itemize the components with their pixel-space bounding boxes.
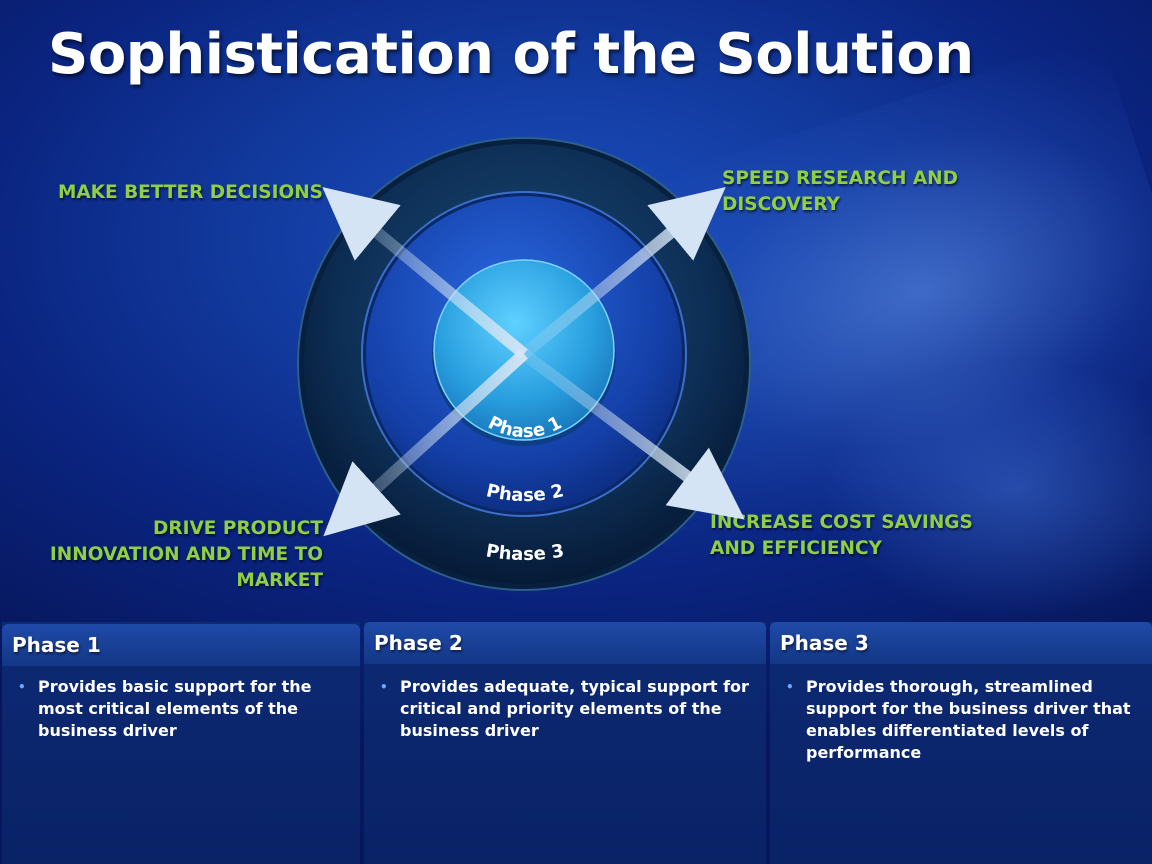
phase-3-header: Phase 3 — [770, 622, 1152, 664]
phase-1-body: • Provides basic support for the most cr… — [2, 664, 360, 742]
label-drive-product-innovation: DRIVE PRODUCT INNOVATION AND TIME TO MAR… — [49, 518, 323, 591]
background-glow-secondary — [820, 360, 1152, 620]
phase-2-title: Phase 2 — [374, 631, 463, 655]
arrow-bottom-right-icon — [520, 349, 745, 520]
phase-3-body: • Provides thorough, streamlined support… — [770, 664, 1152, 764]
label-make-better-decisions: MAKE BETTER DECISIONS — [57, 182, 323, 203]
bullet-icon: • — [18, 680, 26, 694]
phase-ring-diagram: Phase 1 Phase 2 Phase 3 — [297, 137, 751, 591]
arrows-group — [322, 187, 745, 537]
bullet-icon: • — [786, 680, 794, 694]
slide-title: Sophistication of the Solution — [48, 22, 974, 87]
phase-2-header: Phase 2 — [364, 622, 766, 664]
phase-1-description: Provides basic support for the most crit… — [38, 677, 312, 740]
bullet-icon: • — [380, 680, 388, 694]
label-increase-cost-savings: INCREASE COST SAVINGS AND EFFICIENCY — [710, 512, 973, 559]
phase-3-title: Phase 3 — [780, 631, 869, 655]
phase-3-panel: Phase 3 • Provides thorough, streamlined… — [770, 622, 1152, 864]
ring-label-phase-3: Phase 3 — [484, 540, 565, 565]
phase-2-panel: Phase 2 • Provides adequate, typical sup… — [364, 622, 766, 864]
phase-3-description: Provides thorough, streamlined support f… — [806, 677, 1131, 762]
label-speed-research: SPEED RESEARCH AND DISCOVERY — [722, 168, 959, 215]
phase-1-header: Phase 1 — [2, 624, 360, 666]
arrow-top-left-icon — [322, 187, 528, 359]
phase-2-description: Provides adequate, typical support for c… — [400, 677, 749, 740]
phase-1-panel: Phase 1 • Provides basic support for the… — [2, 622, 360, 864]
arrow-bottom-left-icon — [323, 349, 529, 537]
phase-panels: Phase 1 • Provides basic support for the… — [0, 622, 1152, 864]
arrow-top-right-icon — [520, 187, 726, 359]
phase-2-body: • Provides adequate, typical support for… — [364, 664, 766, 742]
phase-1-title: Phase 1 — [12, 633, 101, 657]
